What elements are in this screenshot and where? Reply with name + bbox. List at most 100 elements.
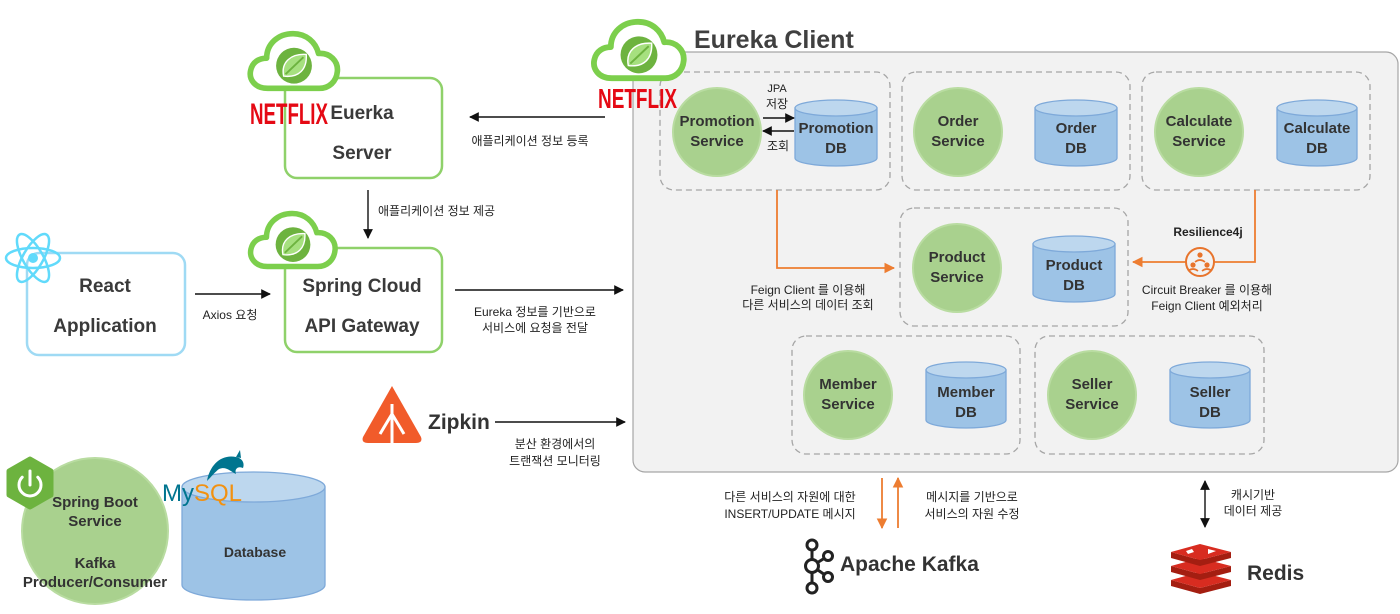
- netflix-logo-server: NETFLIX: [250, 98, 328, 131]
- product-db-cylinder: [1032, 235, 1116, 303]
- spring-boot-service-node: [21, 457, 169, 605]
- kafka-label: Apache Kafka: [840, 553, 979, 576]
- feign-label-2: 다른 서비스의 데이터 조회: [742, 298, 873, 312]
- member-group-frame: [791, 335, 1021, 455]
- order-service-node: [913, 87, 1003, 177]
- mysql-logo-my: My: [162, 480, 194, 507]
- zipkin-icon: [362, 386, 422, 443]
- calculate-service-label-1: Calculate: [1166, 113, 1233, 130]
- calculate-group-frame: [1141, 71, 1371, 191]
- axios-label: Axios 요청: [203, 308, 258, 322]
- eureka-server-title-2: Server: [332, 143, 392, 164]
- product-db-label-2: DB: [1063, 277, 1085, 294]
- kafka-icon: [804, 538, 834, 595]
- api-gateway-title-2: API Gateway: [304, 316, 420, 337]
- jpa-read-label: 조회: [767, 139, 789, 153]
- product-group: Product Service Product DB: [899, 207, 1129, 327]
- react-app-title-1: React: [79, 276, 131, 297]
- calculate-db-label-2: DB: [1306, 140, 1328, 157]
- react-app-title-2: Application: [53, 316, 156, 337]
- product-db-label-1: Product: [1046, 257, 1103, 274]
- spring-boot-icon: [6, 456, 54, 510]
- product-service-label-2: Service: [930, 269, 983, 286]
- member-service-node: [803, 350, 893, 440]
- redis-cache-label-1: 캐시기반: [1231, 488, 1275, 502]
- mysql-dolphin-icon: [207, 450, 244, 481]
- promotion-service-label-1: Promotion: [680, 113, 755, 130]
- kafka-in-label-1: 메시지를 기반으로: [926, 490, 1018, 504]
- spring-boot-label-2: Service: [68, 513, 121, 530]
- member-service-label-2: Service: [821, 396, 874, 413]
- seller-group-frame: [1034, 335, 1265, 455]
- feign-label-1: Feign Client 를 이용해: [751, 283, 866, 297]
- seller-group: Seller Service Seller DB: [1034, 335, 1265, 455]
- circuit-breaker-label-1: Circuit Breaker 를 이용해: [1142, 283, 1272, 297]
- member-group: Member Service Member DB: [791, 335, 1021, 455]
- react-app-box: [25, 251, 187, 357]
- order-service-label-1: Order: [938, 113, 979, 130]
- mysql-logo-text: MySQL: [162, 480, 242, 507]
- calculate-db-cylinder: [1276, 99, 1358, 167]
- order-group: Order Service Order DB: [901, 71, 1131, 191]
- provide-label: 애플리케이션 정보 제공: [378, 204, 495, 218]
- member-db-label-2: DB: [955, 404, 977, 421]
- order-db-label-1: Order: [1056, 120, 1097, 137]
- calculate-service-label-2: Service: [1172, 133, 1225, 150]
- spring-boot-label-3: Kafka: [75, 555, 117, 572]
- spring-cloud-icon: [251, 213, 336, 266]
- redis-icon: [1171, 544, 1231, 594]
- seller-service-label-1: Seller: [1072, 376, 1113, 393]
- register-label: 애플리케이션 정보 등록: [471, 134, 588, 148]
- order-group-frame: [901, 71, 1131, 191]
- promotion-db-label-2: DB: [825, 140, 847, 157]
- seller-db-label-1: Seller: [1190, 384, 1231, 401]
- seller-service-node: [1047, 350, 1137, 440]
- promotion-service-node: [672, 87, 762, 177]
- eureka-client-title: Eureka Client: [694, 26, 854, 54]
- spring-boot-label-4: Producer/Consumer: [23, 574, 167, 591]
- spring-cloud-icon: [250, 34, 337, 89]
- order-service-label-2: Service: [931, 133, 984, 150]
- react-icon: [4, 232, 62, 284]
- redis-cache-label-2: 데이터 제공: [1224, 504, 1283, 518]
- spring-boot-label-1: Spring Boot: [52, 494, 138, 511]
- product-service-label-1: Product: [929, 249, 986, 266]
- eureka-server-title-1: Euerka: [330, 103, 394, 124]
- promotion-group: Promotion Service Promotion DB JPA 저장 조회: [659, 71, 891, 191]
- kafka-out-label-1: 다른 서비스의 자원에 대한: [724, 490, 855, 504]
- member-service-label-1: Member: [819, 376, 877, 393]
- resilience4j-label: Resilience4j: [1173, 225, 1242, 239]
- promotion-db-cylinder: [794, 99, 878, 167]
- calculate-group: Calculate Service Calculate DB: [1141, 71, 1371, 191]
- mysql-logo-sql: SQL: [194, 480, 242, 507]
- api-gateway-title-1: Spring Cloud: [302, 276, 421, 297]
- netflix-logo-client: NETFLIX: [598, 83, 677, 114]
- promotion-group-frame: [659, 71, 891, 191]
- jpa-label: JPA: [767, 83, 787, 95]
- zipkin-monitor-label-2: 트랜잭션 모니터링: [509, 454, 601, 468]
- kafka-in-label-2: 서비스의 자원 수정: [925, 507, 1020, 521]
- gateway-forward-label-2: 서비스에 요청을 전달: [482, 321, 588, 335]
- redis-label: Redis: [1247, 562, 1304, 585]
- seller-service-label-2: Service: [1065, 396, 1118, 413]
- product-service-node: [912, 223, 1002, 313]
- jpa-save-label: 저장: [766, 97, 788, 111]
- database-cylinder: [181, 471, 326, 601]
- seller-db-cylinder: [1169, 361, 1251, 429]
- member-db-cylinder: [925, 361, 1007, 429]
- feign-client-arrow: [776, 190, 896, 274]
- api-gateway-box: [283, 246, 444, 354]
- eureka-server-box: [283, 76, 444, 180]
- calculate-db-label-1: Calculate: [1284, 120, 1351, 137]
- order-db-label-2: DB: [1065, 140, 1087, 157]
- kafka-out-label-2: INSERT/UPDATE 메시지: [724, 507, 855, 521]
- circuit-breaker-arrow: [1131, 190, 1256, 268]
- product-group-frame: [899, 207, 1129, 327]
- calculate-service-node: [1154, 87, 1244, 177]
- gateway-forward-label-1: Eureka 정보를 기반으로: [474, 305, 596, 319]
- seller-db-label-2: DB: [1199, 404, 1221, 421]
- zipkin-monitor-label-1: 분산 환경에서의: [515, 437, 596, 451]
- database-label: Database: [224, 544, 286, 560]
- promotion-db-label-1: Promotion: [799, 120, 874, 137]
- zipkin-label: Zipkin: [428, 411, 490, 434]
